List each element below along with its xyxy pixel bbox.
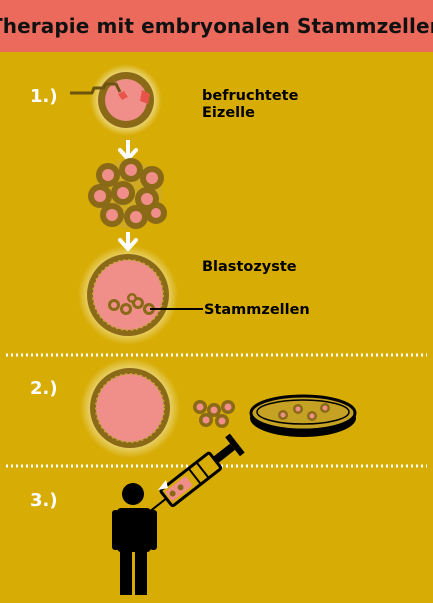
morula-icon [88,158,167,229]
blastocyst-label: Blastozyste [202,258,297,276]
stem-cells-extracted-icon [193,400,235,428]
blastocyst-icon [80,358,180,458]
blastocyst-icon [78,245,178,345]
fertilized-egg-icon [90,64,162,136]
fertilized-egg-label-line2: Eizelle [202,104,255,122]
down-arrow-icon [120,140,136,159]
step-2-label: 2.) [30,378,58,399]
step-1-label: 1.) [30,86,58,107]
patient-icon [112,483,157,595]
petri-dish-icon [250,396,356,437]
fertilized-egg-label-line1: befruchtete [202,87,298,105]
stem-cells-label: Stammzellen [204,301,310,319]
step-3-label: 3.) [30,490,58,511]
